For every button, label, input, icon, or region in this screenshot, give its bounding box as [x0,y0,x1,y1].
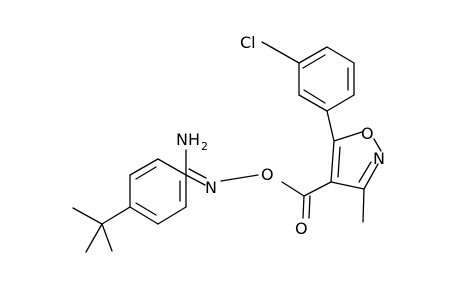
carbonyl-oxygen-label: O [295,219,308,238]
isoxazole-nitrogen-label: N [373,149,385,168]
ester-oxygen-label: O [261,165,274,184]
isoxazole-ring [326,110,382,223]
atom-labels: Cl O N O N O NH 2 [176,33,385,238]
chlorine-label: Cl [240,33,256,52]
tert-butylphenyl-ring [72,158,187,253]
ester-oxime-linker [157,149,332,219]
chlorophenyl-ring [270,46,355,112]
isoxazole-oxygen-label: O [361,124,374,143]
amine-label: NH [176,130,200,149]
oxime-nitrogen-label: N [205,178,217,197]
amine-subscript: 2 [201,140,208,153]
